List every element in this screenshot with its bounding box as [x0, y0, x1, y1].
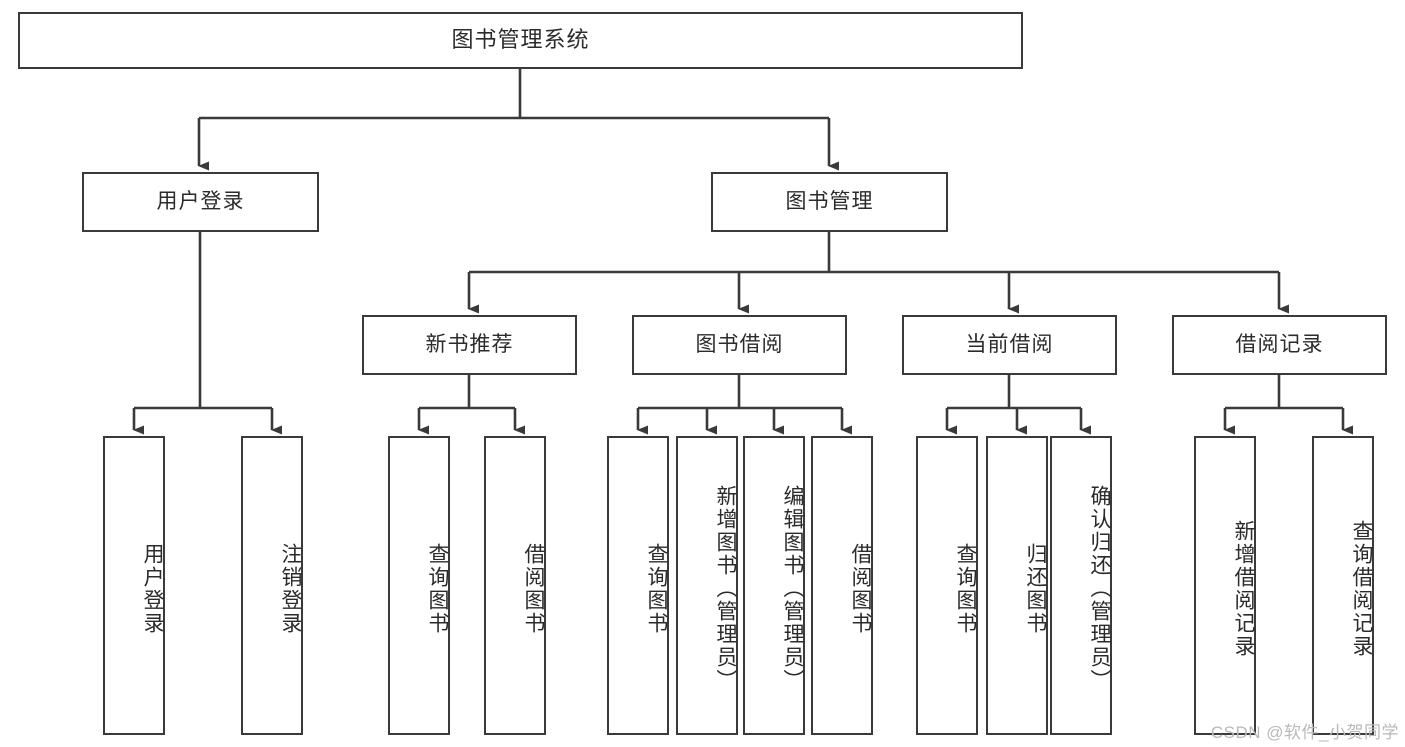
node-leaf-10-label: 确认归还（管理员） [1088, 485, 1111, 692]
node-leaf-6[interactable]: 编辑图书（管理员） [743, 436, 805, 735]
node-leaf-11-label: 新增借阅记录 [1232, 519, 1255, 658]
node-leaf-6-label: 编辑图书（管理员） [781, 485, 804, 692]
node-leaf-11[interactable]: 新增借阅记录 [1194, 436, 1256, 735]
node-leaf-7-label: 借阅图书 [849, 542, 872, 635]
node-level2-1[interactable]: 图书借阅 [632, 315, 847, 375]
node-level2-1-label: 图书借阅 [695, 333, 784, 357]
node-leaf-0-label: 用户登录 [141, 542, 164, 635]
node-leaf-8-label: 查询图书 [954, 542, 977, 635]
node-level2-3-label: 借阅记录 [1235, 333, 1324, 357]
node-level2-2[interactable]: 当前借阅 [902, 315, 1117, 375]
node-level2-3[interactable]: 借阅记录 [1172, 315, 1387, 375]
node-level1-0-label: 用户登录 [156, 190, 245, 214]
node-level1-1[interactable]: 图书管理 [711, 172, 948, 232]
node-level2-2-label: 当前借阅 [965, 333, 1054, 357]
node-leaf-7[interactable]: 借阅图书 [811, 436, 873, 735]
node-leaf-0[interactable]: 用户登录 [103, 436, 165, 735]
node-leaf-12-label: 查询借阅记录 [1350, 519, 1373, 658]
node-level1-1-label: 图书管理 [785, 190, 874, 214]
node-leaf-5-label: 新增图书（管理员） [714, 485, 737, 692]
node-root-label: 图书管理系统 [451, 27, 590, 53]
node-leaf-1[interactable]: 注销登录 [241, 436, 303, 735]
node-leaf-3[interactable]: 借阅图书 [484, 436, 546, 735]
node-leaf-2-label: 查询图书 [426, 542, 449, 635]
node-leaf-3-label: 借阅图书 [522, 542, 545, 635]
node-leaf-4-label: 查询图书 [645, 542, 668, 635]
node-leaf-1-label: 注销登录 [279, 542, 302, 635]
node-leaf-5[interactable]: 新增图书（管理员） [676, 436, 738, 735]
node-level2-0-label: 新书推荐 [425, 333, 514, 357]
node-level2-0[interactable]: 新书推荐 [362, 315, 577, 375]
node-root[interactable]: 图书管理系统 [18, 12, 1023, 69]
node-leaf-12[interactable]: 查询借阅记录 [1312, 436, 1374, 735]
node-leaf-2[interactable]: 查询图书 [388, 436, 450, 735]
watermark: CSDN @软件_小贺同学 [1210, 723, 1399, 742]
node-leaf-9[interactable]: 归还图书 [986, 436, 1048, 735]
node-leaf-8[interactable]: 查询图书 [916, 436, 978, 735]
node-leaf-10[interactable]: 确认归还（管理员） [1050, 436, 1112, 735]
node-leaf-4[interactable]: 查询图书 [607, 436, 669, 735]
node-leaf-9-label: 归还图书 [1024, 542, 1047, 635]
node-level1-0[interactable]: 用户登录 [82, 172, 319, 232]
